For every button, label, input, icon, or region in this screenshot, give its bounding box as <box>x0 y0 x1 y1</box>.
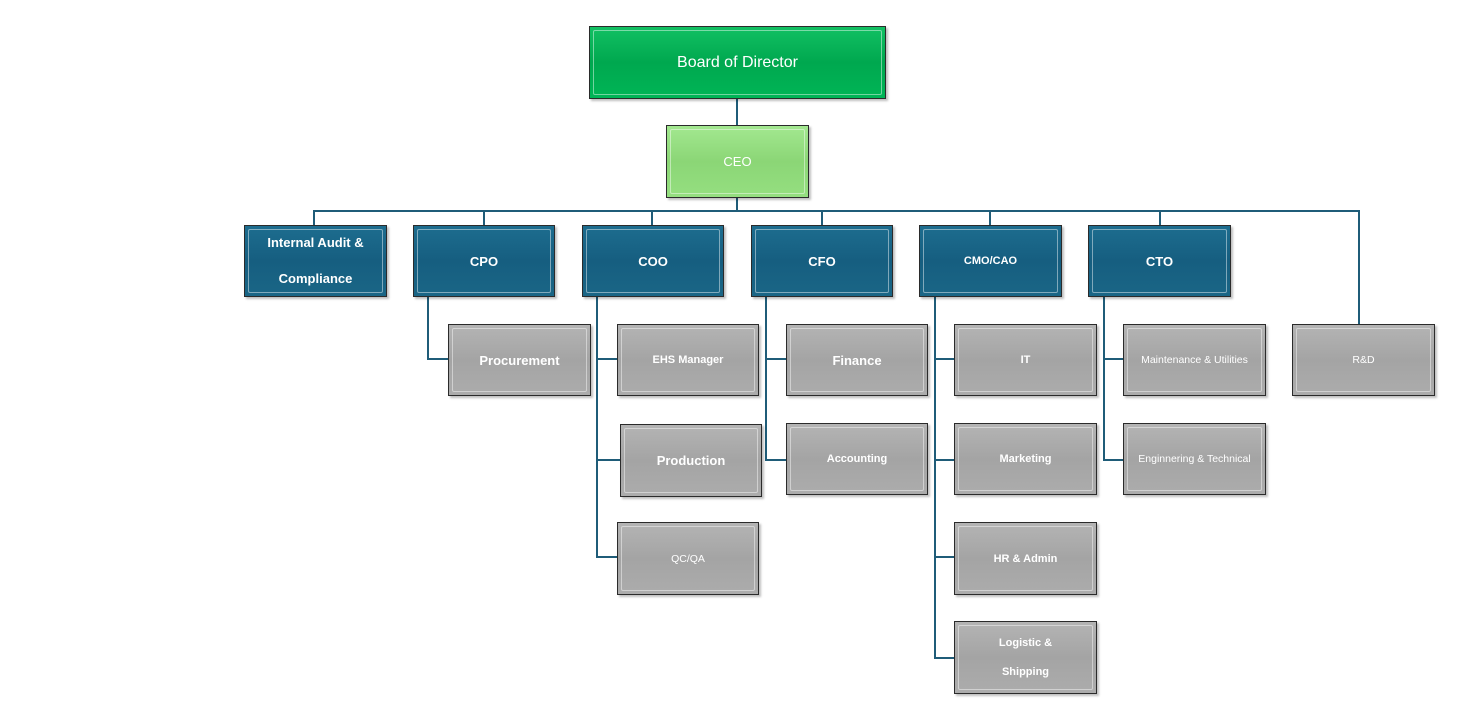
node-cmo-cao[interactable]: CMO/CAO <box>919 225 1062 297</box>
node-hr-admin[interactable]: HR & Admin <box>954 522 1097 595</box>
node-qc-qa[interactable]: QC/QA <box>617 522 759 595</box>
node-finance[interactable]: Finance <box>786 324 928 396</box>
node-maintenance-utilities[interactable]: Maintenance & Utilities <box>1123 324 1266 396</box>
node-rnd[interactable]: R&D <box>1292 324 1435 396</box>
node-label: R&D <box>1352 354 1375 366</box>
node-it[interactable]: IT <box>954 324 1097 396</box>
node-cfo[interactable]: CFO <box>751 225 893 297</box>
node-label: Maintenance & Utilities <box>1141 354 1248 366</box>
node-label: CMO/CAO <box>963 255 1018 267</box>
node-accounting[interactable]: Accounting <box>786 423 928 495</box>
node-label: EHS Manager <box>652 354 724 366</box>
node-engineering-technical[interactable]: Enginnering & Technical <box>1123 423 1266 495</box>
node-logistic-shipping[interactable]: Logistic & Shipping <box>954 621 1097 694</box>
node-label: CTO <box>1145 253 1174 269</box>
node-label: Board of Director <box>677 53 798 71</box>
node-production[interactable]: Production <box>620 424 762 497</box>
node-marketing[interactable]: Marketing <box>954 423 1097 495</box>
node-label: Internal Audit & Compliance <box>267 235 364 286</box>
node-label: Procurement <box>479 352 560 368</box>
node-coo[interactable]: COO <box>582 225 724 297</box>
node-label: Logistic & Shipping <box>998 636 1053 678</box>
node-label: Production <box>656 453 726 468</box>
node-label: CFO <box>808 253 836 269</box>
node-label: Finance <box>832 352 882 368</box>
node-label: Accounting <box>826 453 888 465</box>
connector-cpo-branch <box>427 296 449 360</box>
node-procurement[interactable]: Procurement <box>448 324 591 396</box>
node-cto[interactable]: CTO <box>1088 225 1231 297</box>
node-internal-audit[interactable]: Internal Audit & Compliance <box>244 225 387 297</box>
node-label: CPO <box>469 253 499 269</box>
node-cpo[interactable]: CPO <box>413 225 555 297</box>
node-label: CEO <box>723 154 752 169</box>
node-ceo[interactable]: CEO <box>666 125 809 198</box>
node-board-of-director[interactable]: Board of Director <box>589 26 886 99</box>
node-label: HR & Admin <box>993 552 1058 565</box>
node-label: Marketing <box>999 453 1052 465</box>
node-label: COO <box>638 253 668 269</box>
node-label: Enginnering & Technical <box>1138 453 1251 465</box>
node-label: QC/QA <box>671 552 705 565</box>
node-ehs-manager[interactable]: EHS Manager <box>617 324 759 396</box>
node-label: IT <box>1020 354 1031 366</box>
